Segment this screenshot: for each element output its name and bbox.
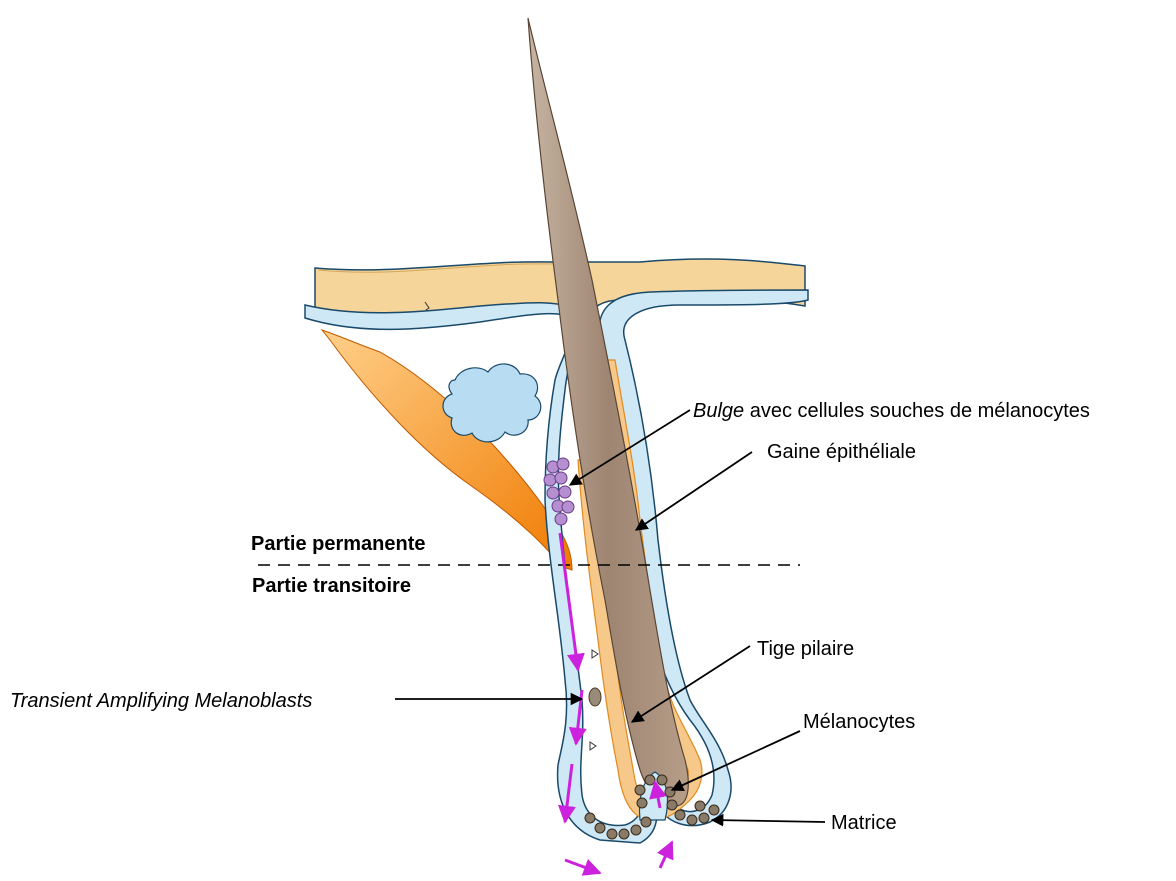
label-bulge: Bulge avec cellules souches de mélanocyt… — [693, 400, 1090, 422]
label-gaine-epitheliale: Gaine épithéliale — [767, 441, 916, 463]
melanoblast-small-mark-2 — [590, 742, 596, 750]
label-transient-amplifying: Transient Amplifying Melanoblasts — [10, 690, 312, 712]
label-melanocytes: Mélanocytes — [803, 711, 915, 733]
label-partie-transitoire: Partie transitoire — [252, 575, 411, 597]
label-matrice: Matrice — [831, 812, 897, 834]
label-tige-pilaire: Tige pilaire — [757, 638, 854, 660]
melanoblast-cell — [589, 688, 601, 706]
label-partie-permanente: Partie permanente — [251, 533, 426, 555]
label-bulge-rest: avec cellules souches de mélanocytes — [744, 400, 1090, 422]
melanoblast-small-mark — [592, 650, 598, 658]
label-bulge-italic: Bulge — [693, 400, 744, 422]
sebaceous-gland — [443, 364, 541, 442]
